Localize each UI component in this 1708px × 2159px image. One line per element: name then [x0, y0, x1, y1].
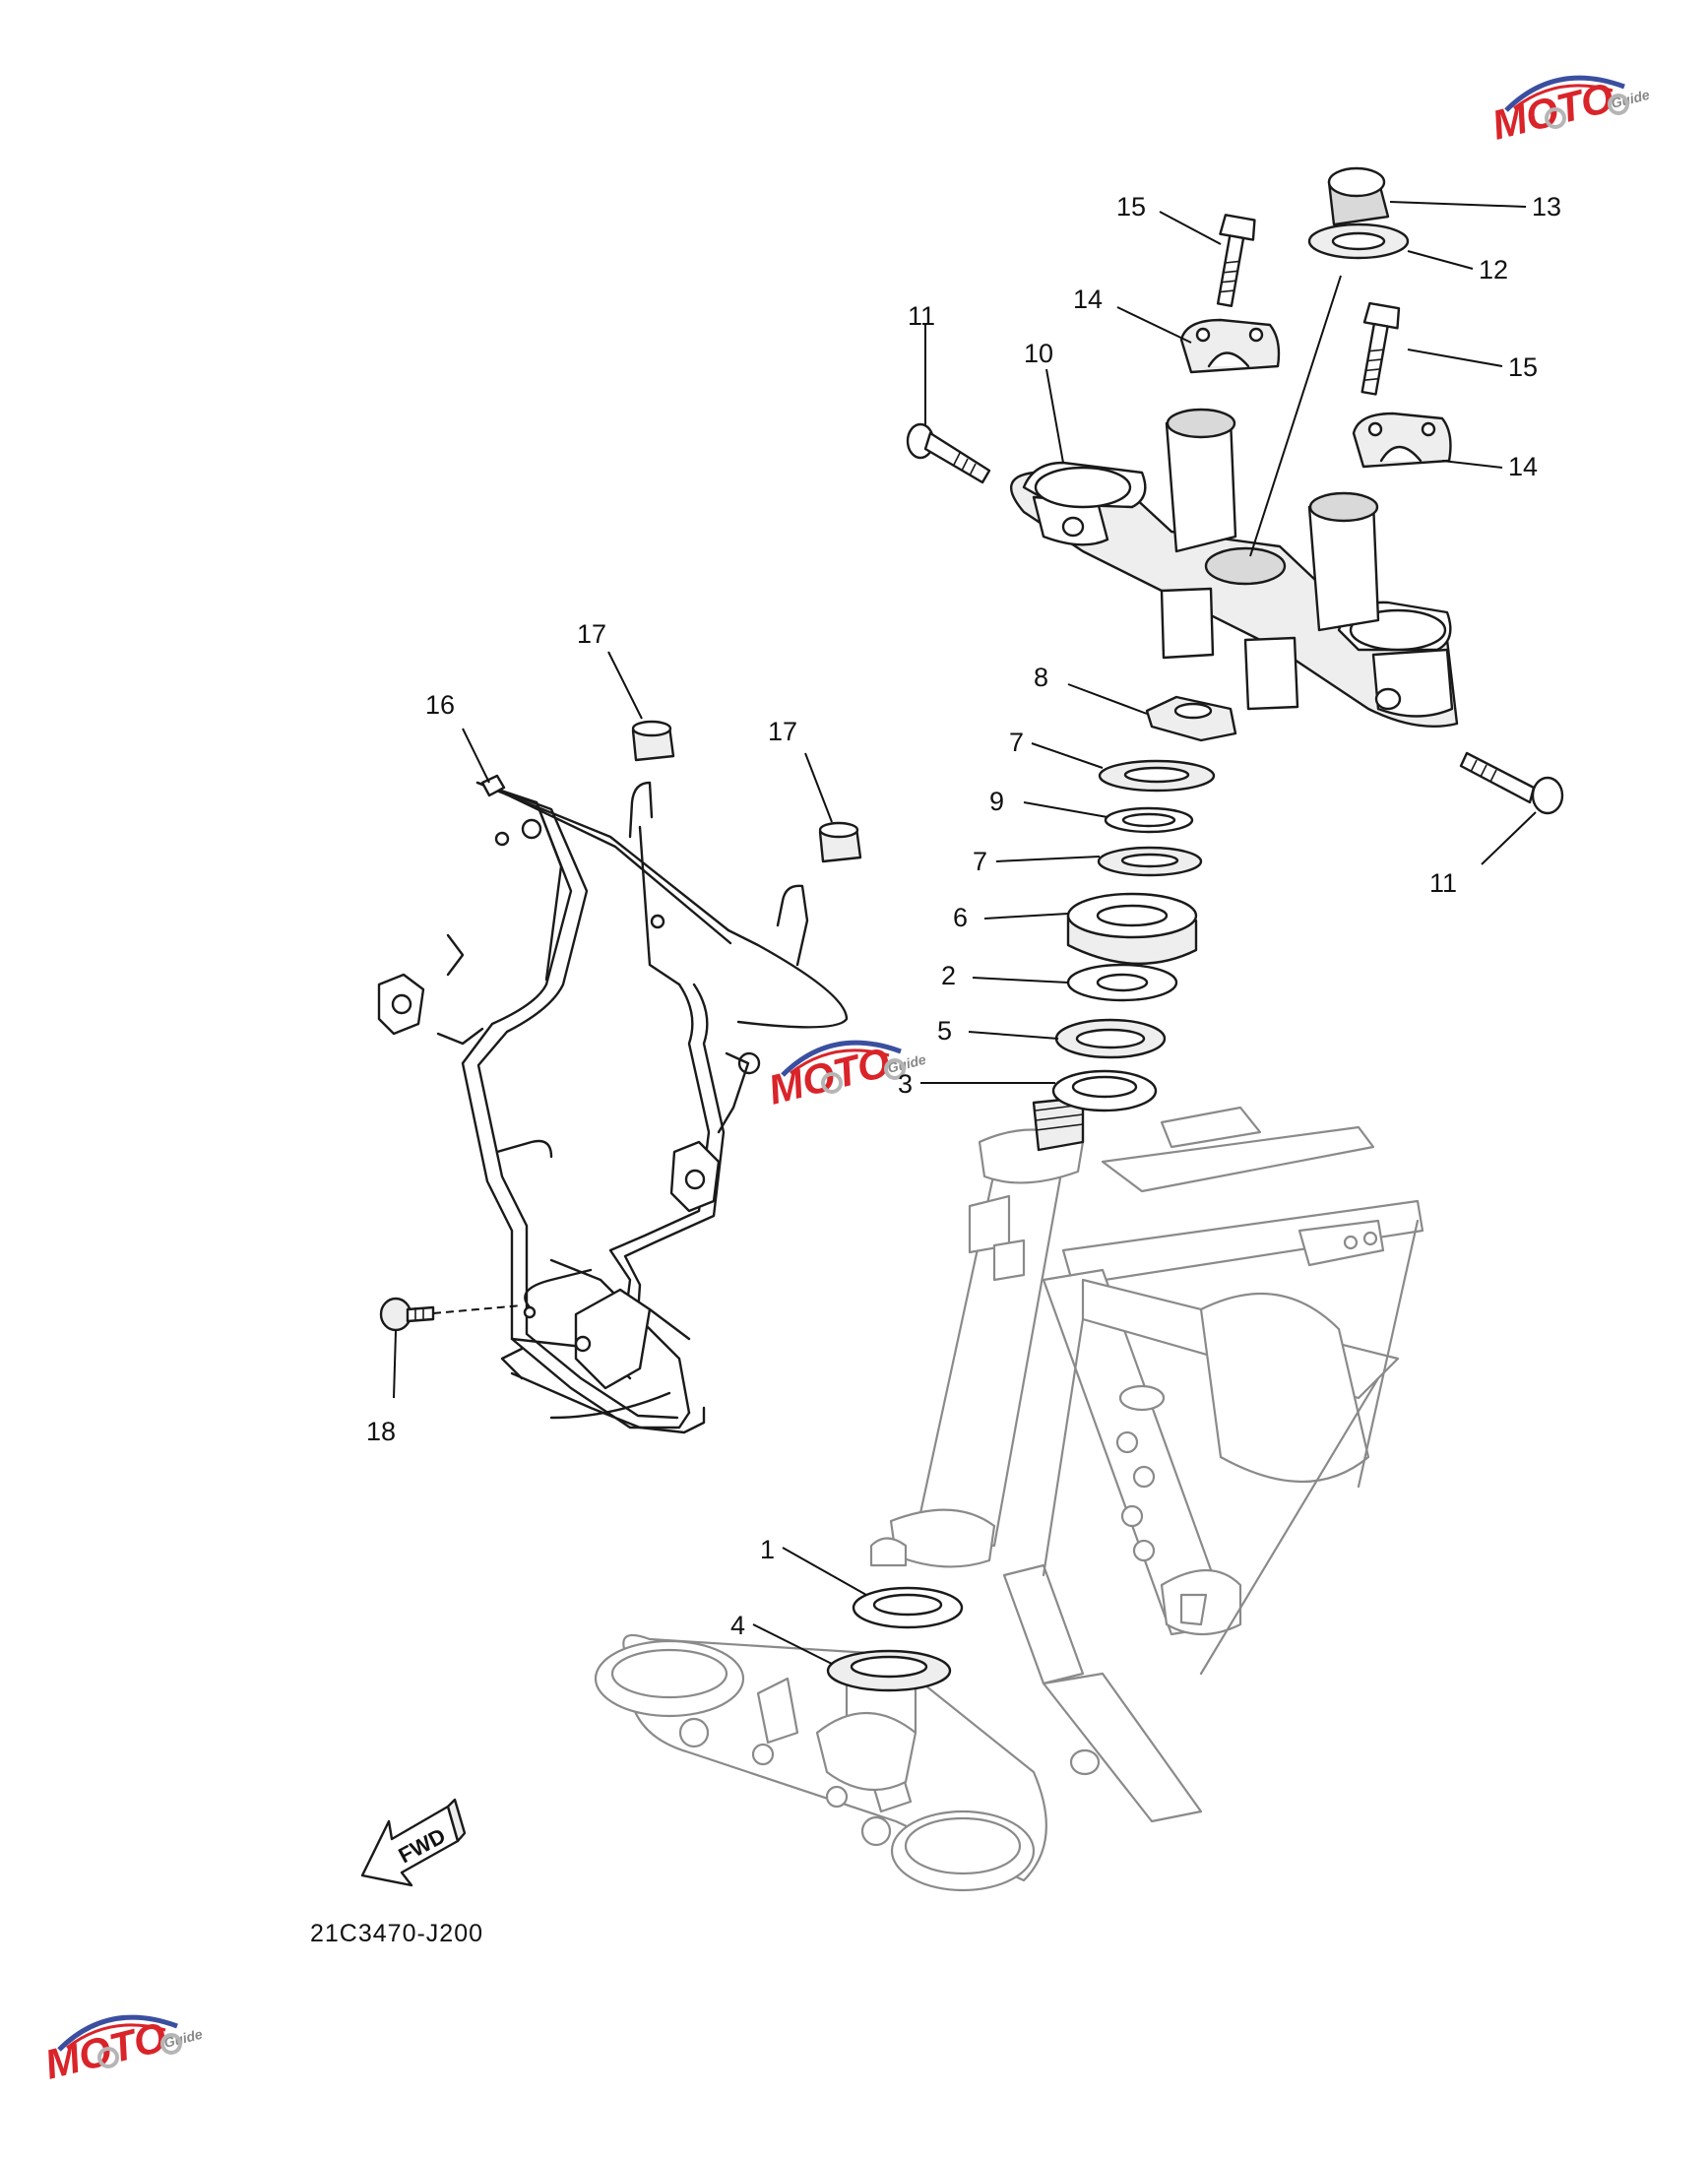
callout-10: 10: [1024, 339, 1053, 368]
callout-7-lower: 7: [973, 847, 987, 876]
callout-9: 9: [989, 787, 1004, 816]
watermark-top-right: [1487, 74, 1652, 149]
callout-15-top: 15: [1116, 192, 1146, 222]
callout-14-top: 14: [1073, 285, 1103, 314]
handlebar-holder-right: [1352, 412, 1452, 469]
steering-stem-washer: [1307, 222, 1410, 260]
callout-8: 8: [1034, 663, 1048, 692]
callout-11-right: 11: [1429, 868, 1457, 898]
callout-7-upper: 7: [1009, 728, 1024, 757]
drawing-code: 21C3470-J200: [310, 1920, 483, 1947]
holder-bolt-left: [1216, 214, 1256, 307]
callout-5: 5: [937, 1016, 952, 1046]
callout-2: 2: [941, 961, 956, 990]
frame-illustration: [869, 1096, 1424, 1823]
callout-4: 4: [730, 1611, 745, 1640]
holder-bolt-right: [1360, 301, 1401, 396]
callout-17-right: 17: [768, 717, 797, 746]
stem-stack: [1051, 695, 1237, 1112]
handlebar-holder-left: [1179, 318, 1281, 374]
callout-11-left: 11: [908, 301, 935, 331]
stay-screw: [379, 1297, 523, 1332]
callout-18: 18: [366, 1417, 396, 1446]
callout-1: 1: [760, 1535, 775, 1564]
lower-bearing-group: [826, 1586, 964, 1692]
grommet-cap-left: [631, 720, 675, 762]
watermark-bottom-left: [40, 2013, 205, 2088]
upper-bracket: [1009, 408, 1459, 729]
steering-stem-nut: [1327, 166, 1390, 226]
callout-16: 16: [425, 690, 455, 720]
callout-14-right: 14: [1508, 452, 1538, 481]
callout-3: 3: [898, 1069, 913, 1099]
callout-labels: 13 12 15 14 15 14 11 10 8 7 9 7 6 2 5 3 …: [366, 192, 1561, 1640]
callout-6: 6: [953, 903, 968, 932]
headlight-stay: [377, 774, 849, 1434]
callout-12: 12: [1479, 255, 1508, 285]
callout-17-left: 17: [577, 619, 606, 649]
callout-15-right: 15: [1508, 352, 1538, 382]
callout-13: 13: [1532, 192, 1561, 222]
forward-arrow: FWD: [360, 1798, 467, 1887]
grommet-cap-right: [818, 821, 862, 863]
leader-lines: [393, 201, 1537, 1665]
pinch-bolt-right: [1459, 751, 1564, 815]
pinch-bolt-left: [906, 422, 991, 484]
lower-bracket-illustration: [594, 1633, 1047, 1892]
